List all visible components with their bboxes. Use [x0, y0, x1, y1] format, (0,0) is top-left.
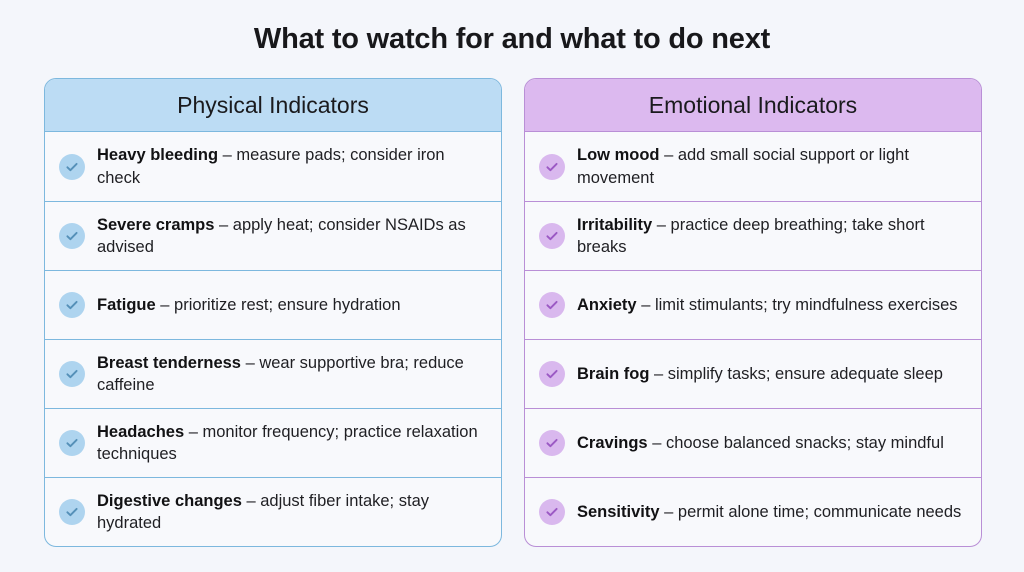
list-item-term: Anxiety [577, 295, 637, 314]
emotional-indicators-card: Emotional Indicators Low mood – add smal… [524, 78, 982, 547]
list-item-term: Low mood [577, 146, 660, 165]
list-item-detail: – wear supportive bra; reduce caffeine [97, 353, 464, 394]
list-item-term: Cravings [577, 433, 648, 452]
check-circle-icon [539, 499, 565, 525]
list-item-term: Severe cramps [97, 215, 215, 234]
check-circle-icon [539, 361, 565, 387]
list-item-text: Severe cramps – apply heat; consider NSA… [97, 214, 485, 259]
check-circle-icon [59, 499, 85, 525]
list-item-term: Breast tenderness [97, 353, 241, 372]
list-item-term: Brain fog [577, 364, 650, 383]
list-item-detail: – prioritize rest; ensure hydration [155, 295, 401, 314]
list-item-detail: – choose balanced snacks; stay mindful [647, 433, 944, 452]
list-item-detail: – apply heat; consider NSAIDs as advised [97, 215, 466, 256]
list-item-detail: – adjust fiber intake; stay hydrated [97, 491, 429, 532]
list-item-detail: – permit alone time; communicate needs [659, 502, 962, 521]
list-item-text: Sensitivity – permit alone time; communi… [577, 501, 965, 523]
emotional-indicators-list: Low mood – add small social support or l… [525, 132, 981, 546]
list-item-term: Sensitivity [577, 502, 660, 521]
list-item[interactable]: Sensitivity – permit alone time; communi… [525, 477, 981, 546]
check-circle-icon [59, 361, 85, 387]
list-item-term: Heavy bleeding [97, 146, 219, 165]
check-circle-icon [59, 292, 85, 318]
list-item-text: Low mood – add small social support or l… [577, 144, 965, 189]
list-item-detail: – practice deep breathing; take short br… [577, 215, 925, 256]
list-item-term: Irritability [577, 215, 653, 234]
physical-indicators-header: Physical Indicators [45, 79, 501, 132]
list-item-text: Headaches – monitor frequency; practice … [97, 421, 485, 466]
list-item-text: Brain fog – simplify tasks; ensure adequ… [577, 363, 965, 385]
physical-indicators-list: Heavy bleeding – measure pads; consider … [45, 132, 501, 546]
list-item-term: Headaches [97, 422, 185, 441]
indicator-columns: Physical Indicators Heavy bleeding – mea… [44, 78, 982, 547]
list-item-text: Anxiety – limit stimulants; try mindfuln… [577, 294, 965, 316]
list-item[interactable]: Digestive changes – adjust fiber intake;… [45, 477, 501, 546]
list-item[interactable]: Breast tenderness – wear supportive bra;… [45, 339, 501, 408]
list-item[interactable]: Anxiety – limit stimulants; try mindfuln… [525, 270, 981, 339]
check-circle-icon [539, 430, 565, 456]
check-circle-icon [539, 223, 565, 249]
check-circle-icon [539, 153, 565, 180]
list-item[interactable]: Severe cramps – apply heat; consider NSA… [45, 201, 501, 270]
list-item[interactable]: Brain fog – simplify tasks; ensure adequ… [525, 339, 981, 408]
check-circle-icon [539, 292, 565, 318]
list-item-detail: – measure pads; consider iron check [97, 146, 445, 187]
physical-indicators-card: Physical Indicators Heavy bleeding – mea… [44, 78, 502, 547]
list-item[interactable]: Low mood – add small social support or l… [525, 132, 981, 201]
list-item[interactable]: Fatigue – prioritize rest; ensure hydrat… [45, 270, 501, 339]
check-circle-icon [59, 223, 85, 249]
list-item-detail: – simplify tasks; ensure adequate sleep [649, 364, 943, 383]
list-item-text: Cravings – choose balanced snacks; stay … [577, 432, 965, 454]
list-item-term: Digestive changes [97, 491, 242, 510]
list-item-text: Heavy bleeding – measure pads; consider … [97, 144, 485, 189]
list-item-text: Breast tenderness – wear supportive bra;… [97, 352, 485, 397]
list-item-term: Fatigue [97, 295, 156, 314]
list-item[interactable]: Heavy bleeding – measure pads; consider … [45, 132, 501, 201]
list-item-detail: – limit stimulants; try mindfulness exer… [636, 295, 958, 314]
list-item-detail: – add small social support or light move… [577, 146, 909, 187]
list-item-detail: – monitor frequency; practice relaxation… [97, 422, 478, 463]
check-circle-icon [59, 153, 85, 180]
list-item[interactable]: Cravings – choose balanced snacks; stay … [525, 408, 981, 477]
list-item-text: Irritability – practice deep breathing; … [577, 214, 965, 259]
emotional-indicators-header: Emotional Indicators [525, 79, 981, 132]
list-item[interactable]: Headaches – monitor frequency; practice … [45, 408, 501, 477]
list-item-text: Fatigue – prioritize rest; ensure hydrat… [97, 294, 485, 316]
check-circle-icon [59, 430, 85, 456]
page-title: What to watch for and what to do next [253, 23, 771, 55]
list-item-text: Digestive changes – adjust fiber intake;… [97, 490, 485, 535]
list-item[interactable]: Irritability – practice deep breathing; … [525, 201, 981, 270]
